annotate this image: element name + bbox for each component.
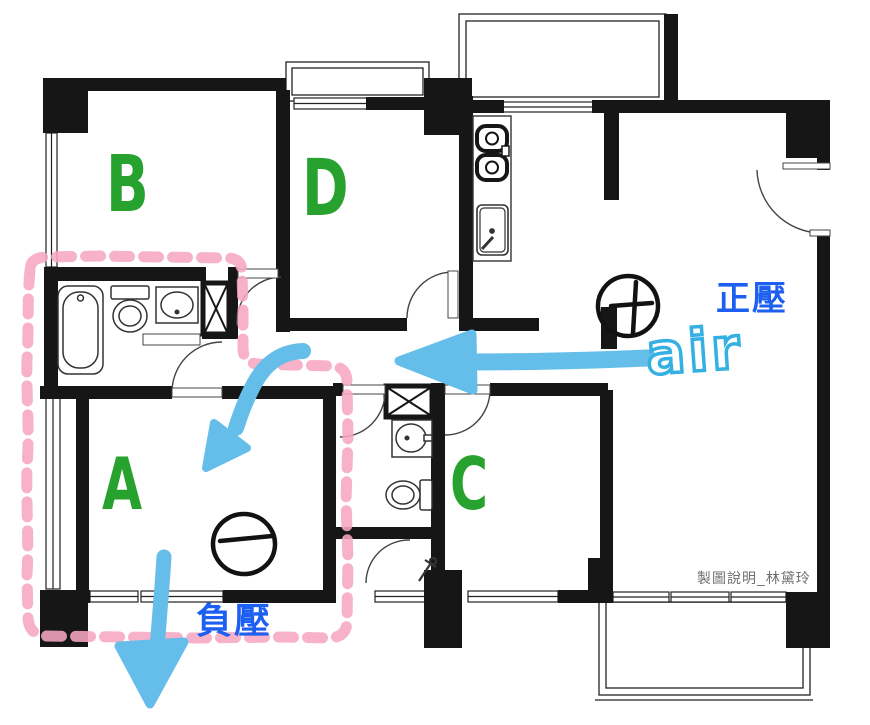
utility-tap-icon	[418, 556, 438, 582]
plus-circle-icon	[595, 273, 661, 339]
room-label-c: C	[450, 442, 489, 526]
negative-pressure-label: 負壓	[196, 601, 273, 642]
room-label-b: B	[106, 140, 149, 230]
positive-pressure-label: 正壓	[716, 279, 788, 319]
air-flow-arrow-exit	[114, 549, 189, 709]
minus-circle-icon	[210, 511, 278, 577]
toilet-icon	[385, 479, 433, 511]
air-flow-arrows	[114, 329, 657, 709]
balcony-above-d	[285, 61, 430, 102]
balcony-bottom-right	[595, 601, 813, 701]
walls	[40, 14, 830, 648]
kitchen-sink-icon	[476, 204, 509, 256]
room-label-a: A	[102, 442, 143, 526]
sink-icon	[391, 419, 433, 458]
shaft-x-icon	[383, 383, 435, 420]
kitchen-stove-icon	[475, 124, 510, 182]
signature-label: 製圖說明_林黛玲	[697, 570, 811, 586]
toilet-icon	[110, 285, 150, 333]
air-flow-arrow-main	[394, 329, 657, 395]
air-label: air	[642, 312, 747, 390]
sink-icon	[155, 286, 199, 324]
air-flow-arrow-into-a	[202, 343, 311, 472]
balcony-top-right	[458, 13, 667, 105]
room-label-d: D	[302, 144, 349, 234]
entrance-door-arc	[756, 162, 831, 237]
shaft-x-icon	[200, 280, 232, 337]
negative-pressure-zone-outline	[21, 250, 354, 644]
bathtub-icon	[57, 285, 104, 375]
